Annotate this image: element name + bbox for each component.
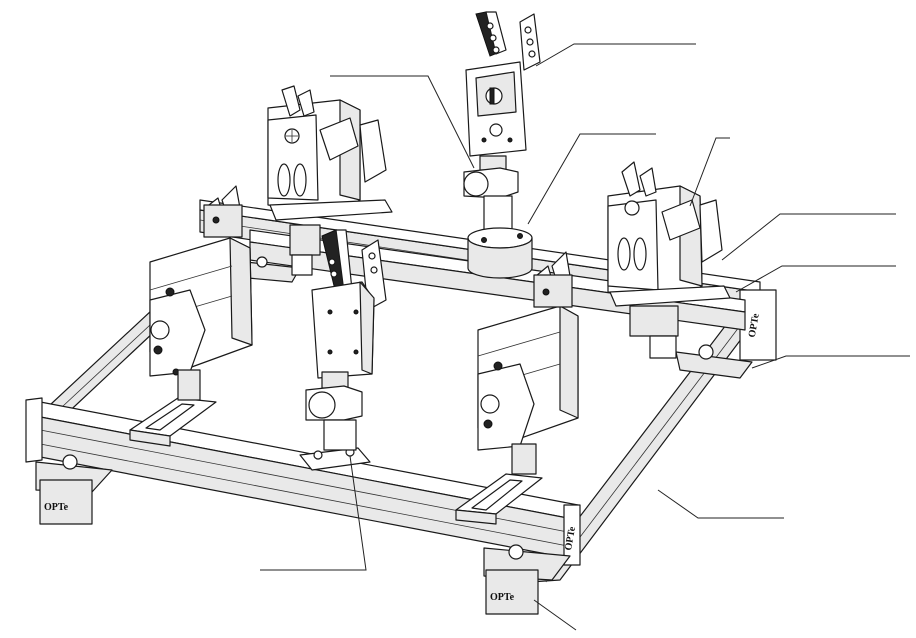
foot-rear-right (675, 344, 753, 379)
leader-line-right-rail (657, 489, 784, 519)
slotted-plate-left (129, 397, 217, 447)
gripper-left-rear (267, 85, 393, 276)
leader-line-rear-rail (735, 265, 896, 293)
gripper-right-front (477, 251, 579, 475)
leader-line-center-finger (330, 75, 475, 169)
brand-mark: OPTe (563, 525, 578, 551)
leader-line-front-block (260, 455, 367, 571)
slotted-plate-right (455, 473, 543, 525)
leader-line-right-base (721, 213, 896, 261)
leader-lines (260, 43, 910, 631)
leader-line-rear-foot (751, 355, 910, 369)
finger-gripper-front (305, 229, 387, 451)
gripper-left-front (149, 185, 253, 401)
foot-front-right: OPTe (483, 544, 571, 615)
brand-mark: OPTe (44, 502, 69, 513)
leader-line-pedestal (527, 133, 656, 225)
foot-front-left: OPTe (35, 454, 113, 525)
leader-line-right-gripper (689, 137, 730, 207)
finger-gripper-top (463, 11, 541, 279)
brand-mark: OPTe (490, 592, 515, 603)
gripper-right-rear (607, 161, 731, 359)
leader-line-front-foot (533, 599, 577, 631)
leader-line-top-gripper (535, 43, 696, 67)
brand-mark: OPTe (747, 312, 762, 338)
